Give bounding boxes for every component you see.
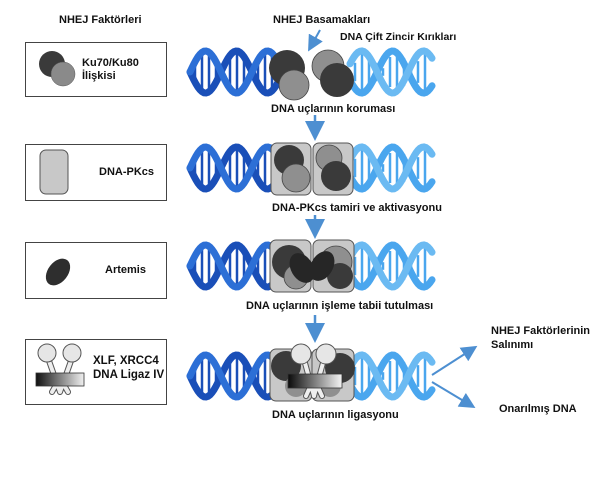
factors-title: NHEJ Faktörleri	[59, 14, 142, 26]
artemis-icon	[45, 258, 71, 286]
dna-strand	[186, 143, 282, 193]
factor-box-artemis: Artemis	[25, 242, 167, 299]
dna-strand	[346, 143, 436, 193]
repaired-arrow	[431, 381, 476, 409]
dna-pkcs-complex	[270, 142, 354, 196]
ligation-complex	[269, 343, 355, 402]
dsb-label: DNA Çift Zincir Kırıkları	[340, 31, 457, 43]
dna-strand	[186, 351, 282, 401]
ku70-ku80-heterodimer-icon	[39, 51, 76, 87]
dna-pkcs-icon	[39, 149, 69, 195]
dna-strand	[346, 47, 436, 97]
steps-title: NHEJ Basamakları	[273, 14, 371, 26]
ku-complex-left	[269, 50, 310, 101]
dna-strand	[186, 47, 282, 97]
step-caption-1: DNA uçlarının koruması	[271, 103, 396, 115]
dna-strand	[346, 241, 436, 291]
factor-box-dna-pkcs: DNA-PKcs	[25, 144, 167, 201]
ku-complex-right	[311, 49, 354, 97]
dna-strand	[346, 47, 436, 97]
step-caption-3: DNA uçlarının işleme tabii tutulması	[246, 300, 434, 312]
factor-label-artemis: Artemis	[105, 264, 146, 276]
dna-strand	[186, 351, 282, 401]
step-caption-4: DNA uçlarının ligasyonu	[272, 409, 399, 421]
dsb-pointer-arrow	[308, 29, 323, 52]
dna-strand	[346, 241, 436, 291]
dna-strand	[346, 351, 436, 401]
release-arrow	[431, 345, 478, 376]
dna-strand	[186, 241, 282, 291]
dna-strand	[186, 143, 282, 193]
outcome-repaired: Onarılmış DNA	[499, 403, 577, 415]
factor-label-dna-pkcs: DNA-PKcs	[99, 166, 155, 178]
dna-strand	[186, 47, 282, 97]
dna-strand	[346, 143, 436, 193]
artemis-processing-complex	[269, 239, 355, 293]
step-caption-2: DNA-PKcs tamiri ve aktivasyonu	[272, 202, 442, 214]
dna-strand	[346, 351, 436, 401]
xlf-xrcc4-ligase-icon	[35, 343, 85, 395]
dna-strand	[186, 241, 282, 291]
